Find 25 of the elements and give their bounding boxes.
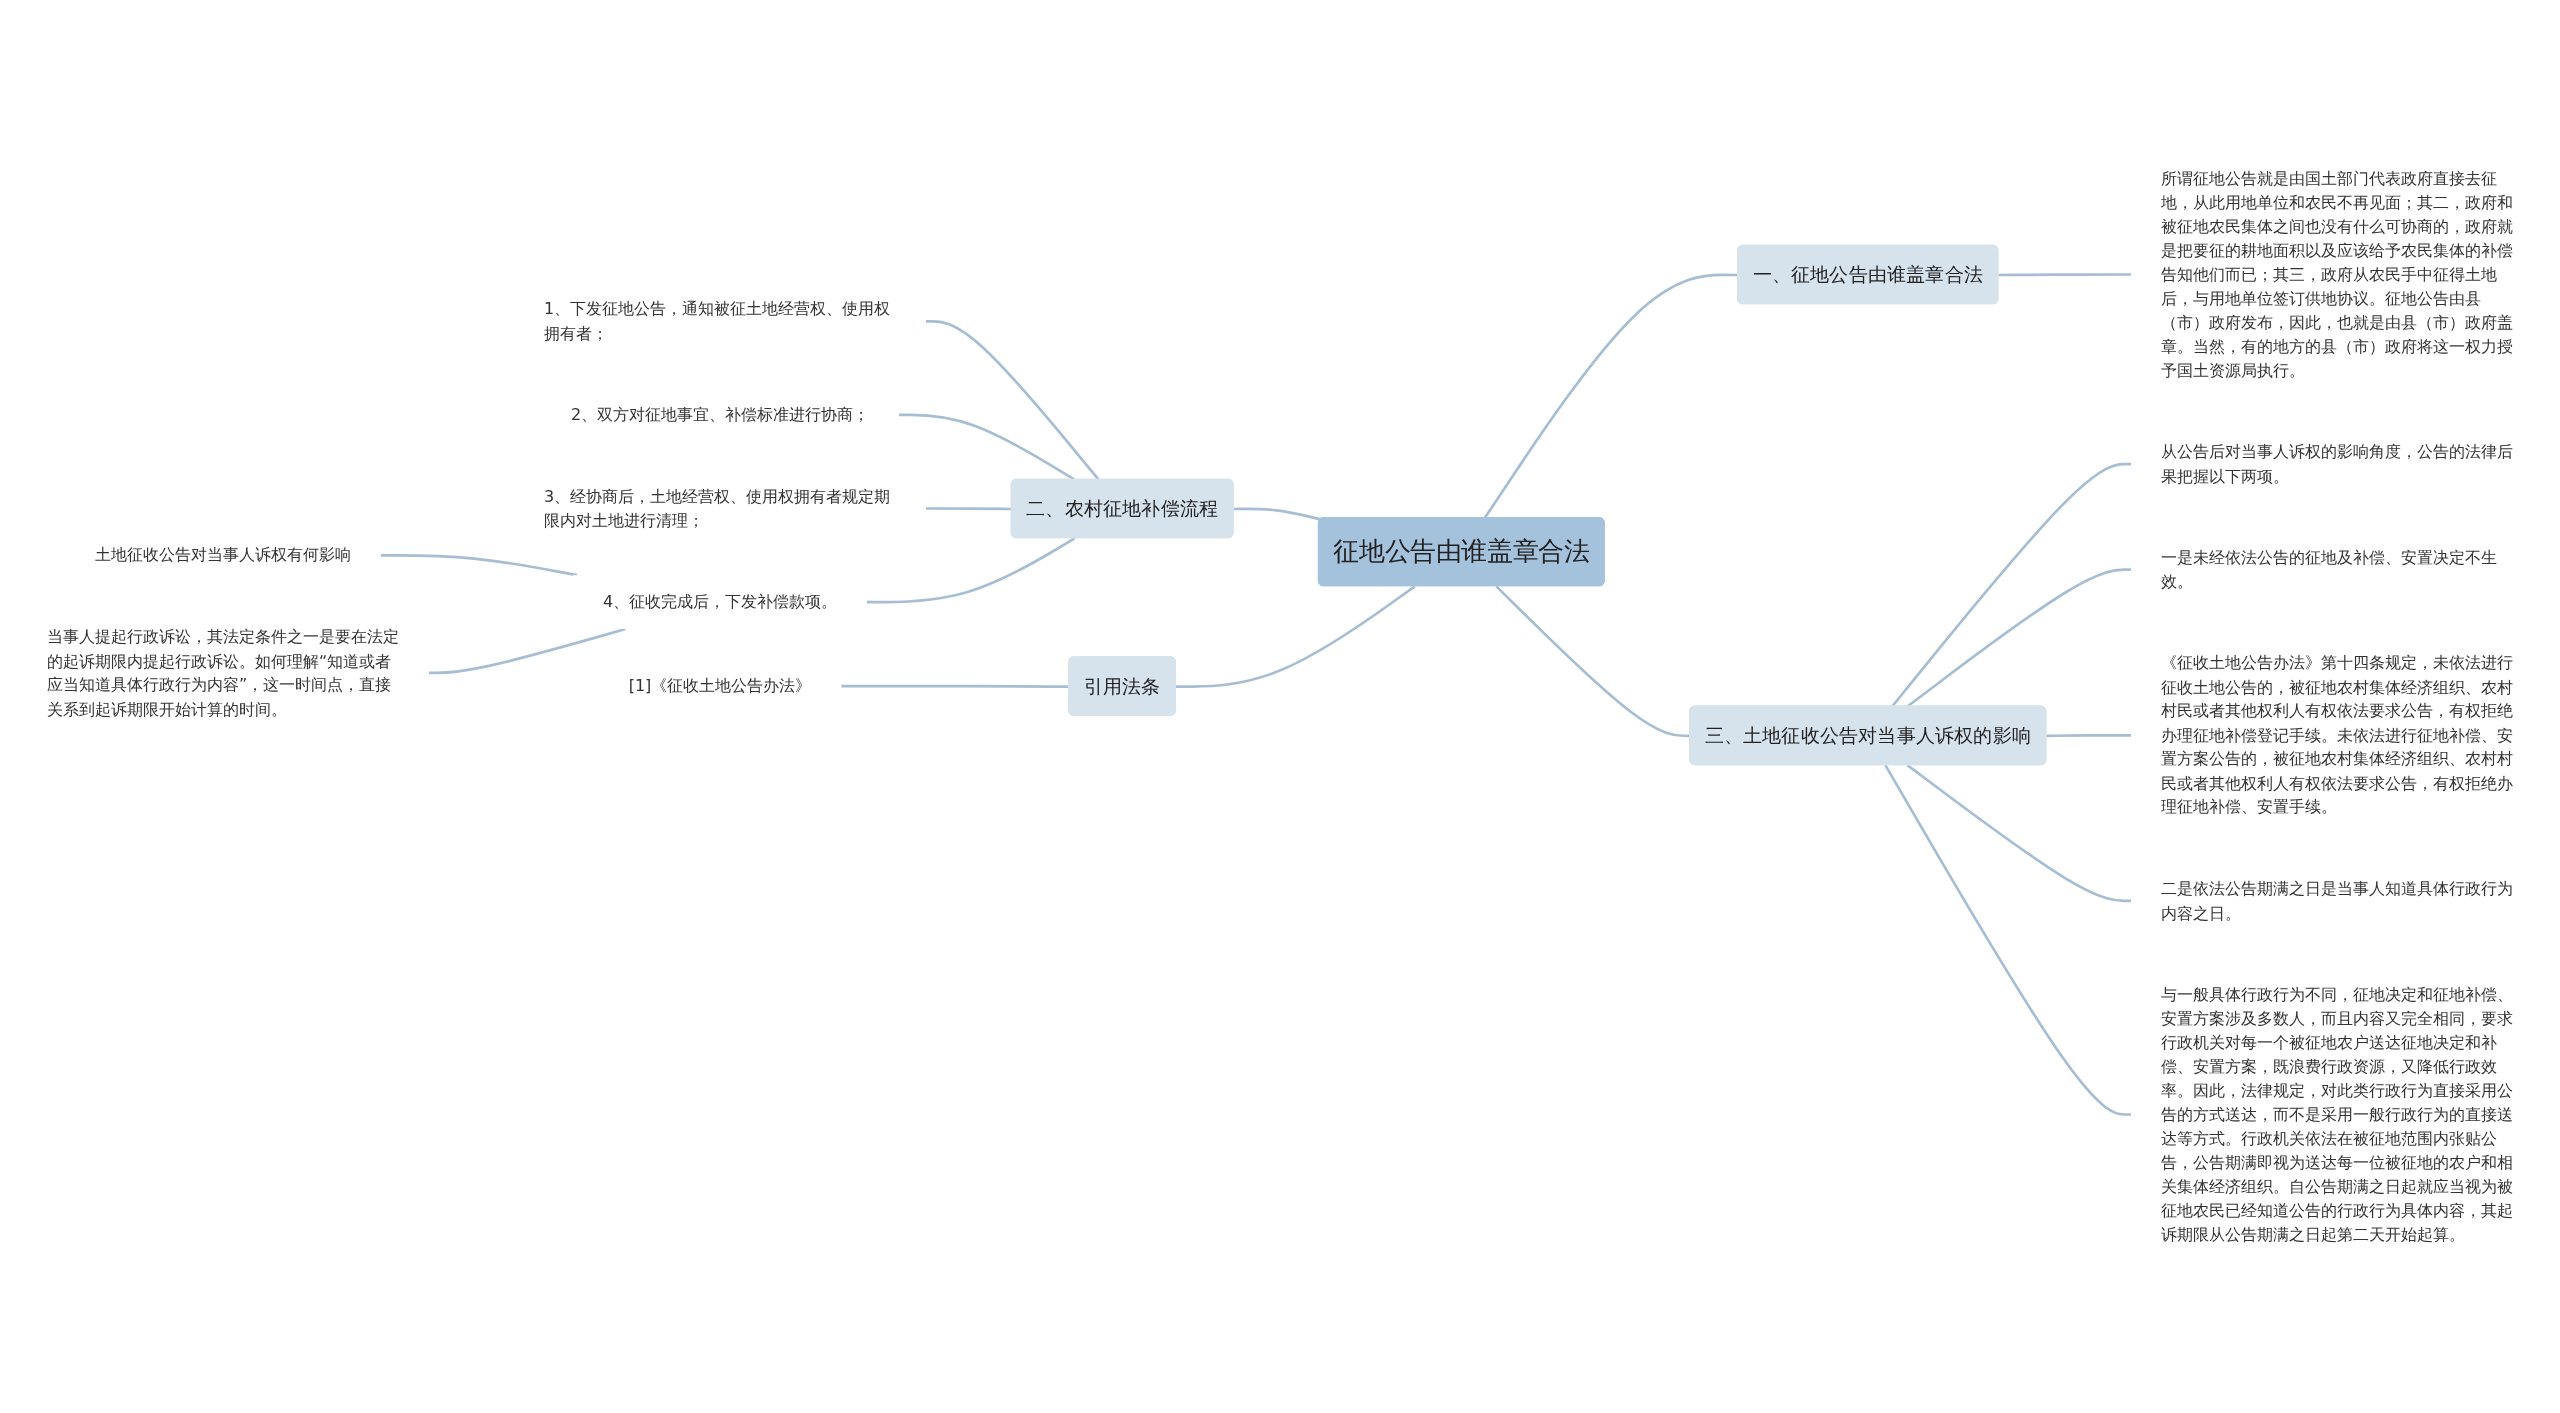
- connector: [1884, 764, 2132, 1116]
- connector: [866, 537, 1076, 604]
- node-text: 从公告后对当事人诉权的影响角度，公告的法律后果把握以下两项。: [2161, 442, 2514, 486]
- connector: [1176, 585, 1416, 688]
- node-text: 1、下发征地公告，通知被征土地经营权、使用权拥有者；: [544, 299, 891, 343]
- connector: [380, 553, 578, 577]
- connector: [925, 319, 1100, 481]
- connector: [1906, 764, 2132, 903]
- node-text: 4、征收完成后，下发补偿款项。: [602, 592, 838, 612]
- connector: [1233, 507, 1322, 521]
- node-text: 一是未经依法公告的征地及补偿、安置决定不生效。: [2161, 547, 2498, 592]
- node-text: 当事人提起行政诉讼，其法定条件之一是要在法定的起诉期限内提起行政诉讼。如何理解“知道或者应当知道具体行政行为内容”，这一时间点，直接关系到起诉期限开始计算的时间。: [46, 627, 399, 719]
- connector: [925, 507, 1012, 511]
- node-text: 3、经协商后，土地经营权、使用权拥有者规定期限内对土地进行清理；: [544, 486, 891, 530]
- node-text: 二是依法公告期满之日是当事人知道具体行政行为内容之日。: [2161, 879, 2514, 923]
- connector: [428, 627, 626, 675]
- node-text: 土地征收公告对当事人诉权有何影响: [94, 545, 351, 565]
- node-text: [1]《征收土地公告办法》: [628, 676, 812, 696]
- connector: [2046, 733, 2132, 738]
- node-text: 所谓征地公告就是由国土部门代表政府直接去征地，从此用地单位和农民不再见面；其二，政府和被征地农民集体之间也没有什么可协商的，政府就是把要征的耕地面积以及应该给予农民集体的补偿告知他们而已；其三，政府从农民手中征得土地后，与用地单位签订供地协议。征地公告由县（市）政府发布，因此，也就是由县（市）政府盖章。当然，有的地方的县（市）政府将这一权力授予国土资源局执行。: [2161, 168, 2514, 380]
- node-text: 2、双方对征地事宜、补偿标准进行协商；: [570, 405, 870, 425]
- node-text: 《征收土地公告办法》第十四条规定，未依法进行征收土地公告的，被征地农村集体经济组织、农村村民或者其他权利人有权依法要求公告，有权拒绝办理征地补偿登记手续。未依法进行征地补偿、安置方案公告的，被征地农村集体经济组织、农村村民或者其他权利人有权依法要求公告，有权拒绝办理征地补偿、安置手续。: [2161, 653, 2514, 817]
- node-text: 与一般具体行政行为不同，征地决定和征地补偿、安置方案涉及多数人，而且内容又完全相同，要求行政机关对每一个被征地农户送达征地决定和补偿、安置方案，既浪费行政资源，又降低行政效率。因此，法律规定，对此类行政行为直接采用公告的方式送达，而不是采用一般行政行为的直接送达等方式。行政机关依法在被征地范围内张贴公告，公告期满即视为送达每一位被征地的农户和相关集体经济组织。自公告期满之日起就应当视为被征地农民已经知道公告的行政行为具体内容，其起诉期限从公告期满之日起第二天开始起算。: [2161, 984, 2514, 1244]
- connector: [898, 413, 1076, 481]
- connector: [1998, 273, 2132, 277]
